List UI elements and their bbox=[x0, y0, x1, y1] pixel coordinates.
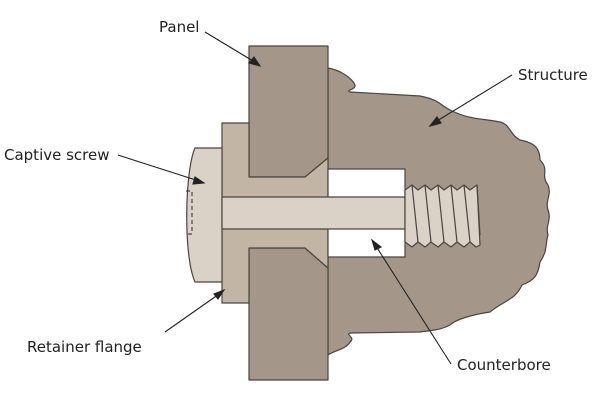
label-counterbore: Counterbore bbox=[457, 356, 551, 374]
label-captive-screw: Captive screw bbox=[4, 146, 110, 164]
thread-lines bbox=[411, 184, 481, 243]
screw-slot bbox=[186, 190, 193, 235]
panel-bottom bbox=[248, 247, 329, 381]
label-retainer-flange: Retainer flange bbox=[27, 338, 142, 356]
label-structure: Structure bbox=[518, 66, 588, 84]
captive-screw-shaft bbox=[221, 196, 406, 230]
screw-threads bbox=[404, 184, 481, 248]
panel-top bbox=[248, 45, 329, 178]
label-panel: Panel bbox=[159, 18, 200, 36]
leader-lines bbox=[117, 31, 513, 365]
